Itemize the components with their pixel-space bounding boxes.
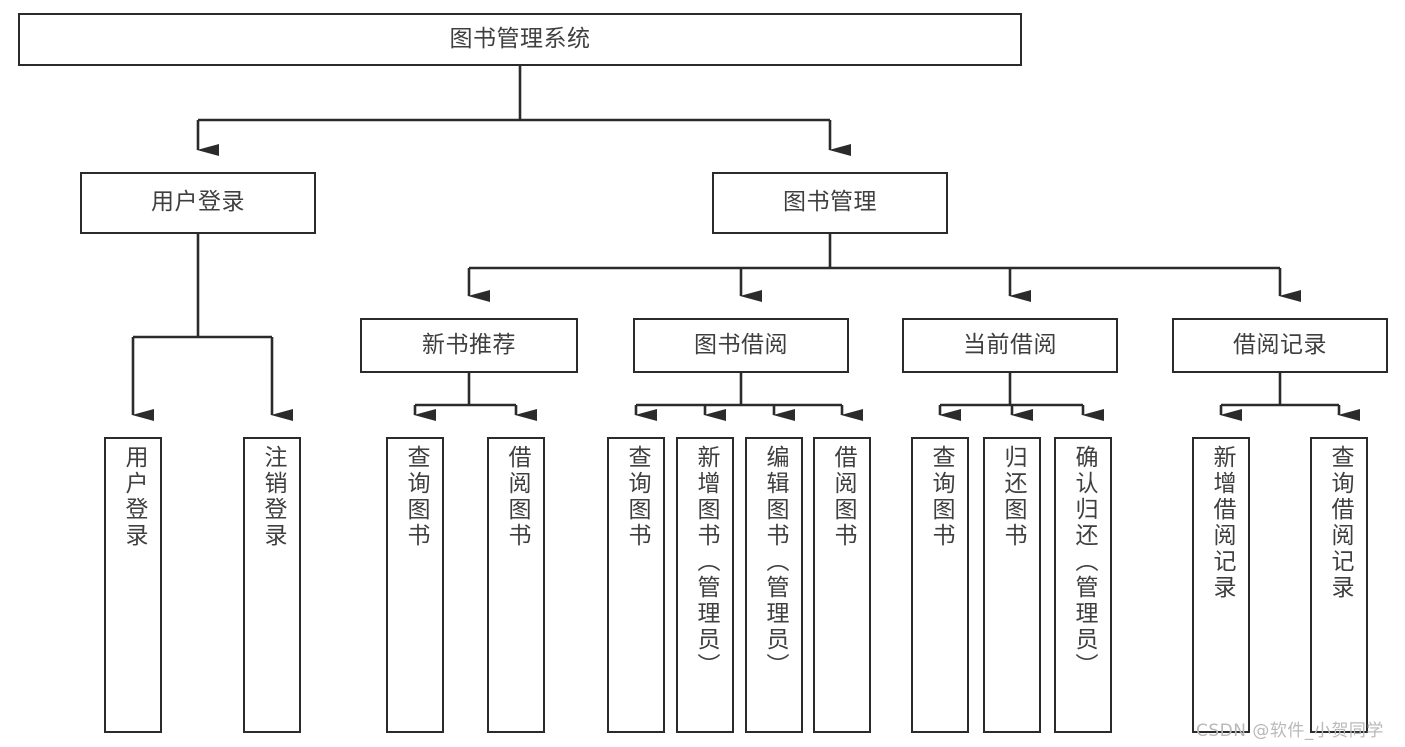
node-leaf-edit-book[interactable]: 编辑图书（管理员） <box>745 437 803 733</box>
node-leaf-query-book-2-label: 查询图书 <box>623 445 650 549</box>
node-leaf-user-logout-label: 注销登录 <box>259 445 286 549</box>
node-root-label: 图书管理系统 <box>449 25 591 52</box>
node-leaf-borrow-book-1-label: 借阅图书 <box>503 445 530 549</box>
node-leaf-query-record[interactable]: 查询借阅记录 <box>1310 437 1368 733</box>
node-leaf-query-book-2[interactable]: 查询图书 <box>607 437 665 733</box>
node-new-book-rec[interactable]: 新书推荐 <box>360 318 578 373</box>
node-leaf-user-logout[interactable]: 注销登录 <box>243 437 301 733</box>
node-leaf-query-book-3-label: 查询图书 <box>927 445 954 549</box>
node-leaf-confirm-return[interactable]: 确认归还（管理员） <box>1054 437 1112 733</box>
node-new-book-rec-label: 新书推荐 <box>422 331 516 358</box>
node-book-borrow[interactable]: 图书借阅 <box>633 318 849 373</box>
node-book-manage[interactable]: 图书管理 <box>712 172 948 234</box>
node-current-borrow-label: 当前借阅 <box>963 331 1057 358</box>
node-leaf-query-record-label: 查询借阅记录 <box>1326 445 1353 601</box>
node-leaf-edit-book-label: 编辑图书（管理员） <box>761 445 788 679</box>
node-user-login-label: 用户登录 <box>151 189 245 216</box>
node-leaf-add-record[interactable]: 新增借阅记录 <box>1192 437 1250 733</box>
node-leaf-return-book-label: 归还图书 <box>999 445 1026 549</box>
watermark: CSDN @软件_小贺同学 <box>1196 721 1384 741</box>
node-book-manage-label: 图书管理 <box>783 189 877 216</box>
node-borrow-record-label: 借阅记录 <box>1233 331 1327 358</box>
node-leaf-query-book-3[interactable]: 查询图书 <box>911 437 969 733</box>
node-leaf-borrow-book-2-label: 借阅图书 <box>829 445 856 549</box>
node-user-login[interactable]: 用户登录 <box>80 172 316 234</box>
node-current-borrow[interactable]: 当前借阅 <box>902 318 1118 373</box>
node-leaf-user-login[interactable]: 用户登录 <box>104 437 162 733</box>
node-borrow-record[interactable]: 借阅记录 <box>1172 318 1388 373</box>
node-leaf-user-login-label: 用户登录 <box>120 445 147 549</box>
node-leaf-query-book-1-label: 查询图书 <box>402 445 429 549</box>
node-leaf-confirm-return-label: 确认归还（管理员） <box>1070 445 1097 679</box>
node-leaf-add-record-label: 新增借阅记录 <box>1208 445 1235 601</box>
node-root[interactable]: 图书管理系统 <box>18 13 1022 66</box>
node-leaf-add-book-label: 新增图书（管理员） <box>692 445 719 679</box>
node-book-borrow-label: 图书借阅 <box>694 331 788 358</box>
node-leaf-borrow-book-1[interactable]: 借阅图书 <box>487 437 545 733</box>
node-leaf-return-book[interactable]: 归还图书 <box>983 437 1041 733</box>
node-leaf-query-book-1[interactable]: 查询图书 <box>386 437 444 733</box>
node-leaf-add-book[interactable]: 新增图书（管理员） <box>676 437 734 733</box>
node-leaf-borrow-book-2[interactable]: 借阅图书 <box>813 437 871 733</box>
